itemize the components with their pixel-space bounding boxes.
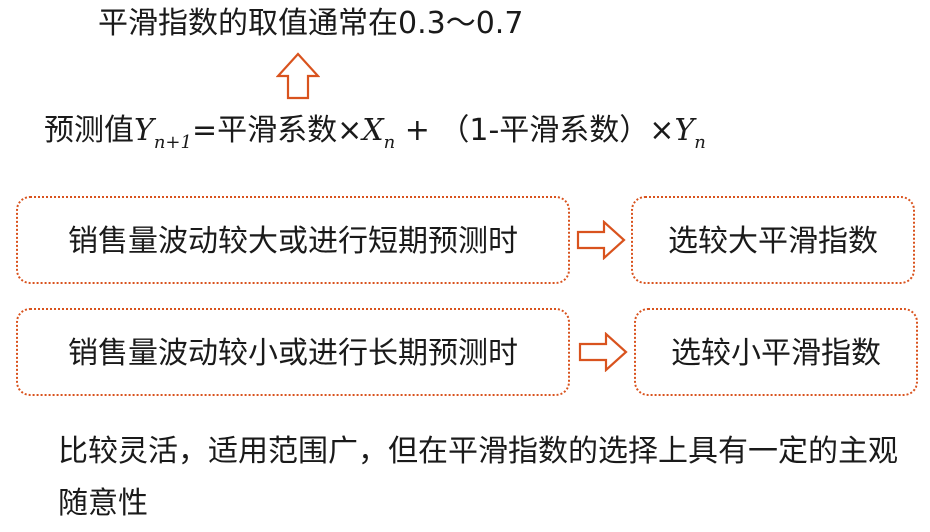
right-arrow-icon (576, 220, 626, 260)
formula-y-symbol: Y (134, 113, 154, 148)
top-note: 平滑指数的取值通常在0.3～0.7 (98, 6, 524, 41)
result-text: 选较小平滑指数 (671, 336, 881, 371)
forecast-formula: 预测值Yn+1=平滑系数×Xn + （1-平滑系数）×Yn (44, 110, 706, 164)
formula-y-subscript: n+1 (153, 132, 192, 153)
formula-x-symbol: X (362, 113, 384, 148)
formula-y2-symbol: Y (674, 113, 695, 148)
condition-text: 销售量波动较小或进行长期预测时 (68, 336, 518, 371)
formula-prefix: 预测值 (44, 113, 134, 148)
formula-x-subscript: n (383, 132, 396, 153)
result-box-larger-index: 选较大平滑指数 (631, 196, 915, 284)
condition-box-large-volatility: 销售量波动较大或进行短期预测时 (16, 196, 570, 284)
formula-equals-part: =平滑系数× (191, 113, 363, 148)
up-arrow-icon (276, 52, 320, 100)
condition-text: 销售量波动较大或进行短期预测时 (68, 224, 518, 259)
right-arrow-icon (578, 332, 628, 372)
conclusion-text: 比较灵活，适用范围广，但在平滑指数的选择上具有一定的主观随意性 (58, 434, 898, 521)
formula-plus-part: + （1-平滑系数）× (395, 113, 675, 148)
result-box-smaller-index: 选较小平滑指数 (634, 308, 918, 396)
condition-box-small-volatility: 销售量波动较小或进行长期预测时 (16, 308, 570, 396)
result-text: 选较大平滑指数 (668, 224, 878, 259)
formula-y2-subscript: n (694, 132, 706, 153)
